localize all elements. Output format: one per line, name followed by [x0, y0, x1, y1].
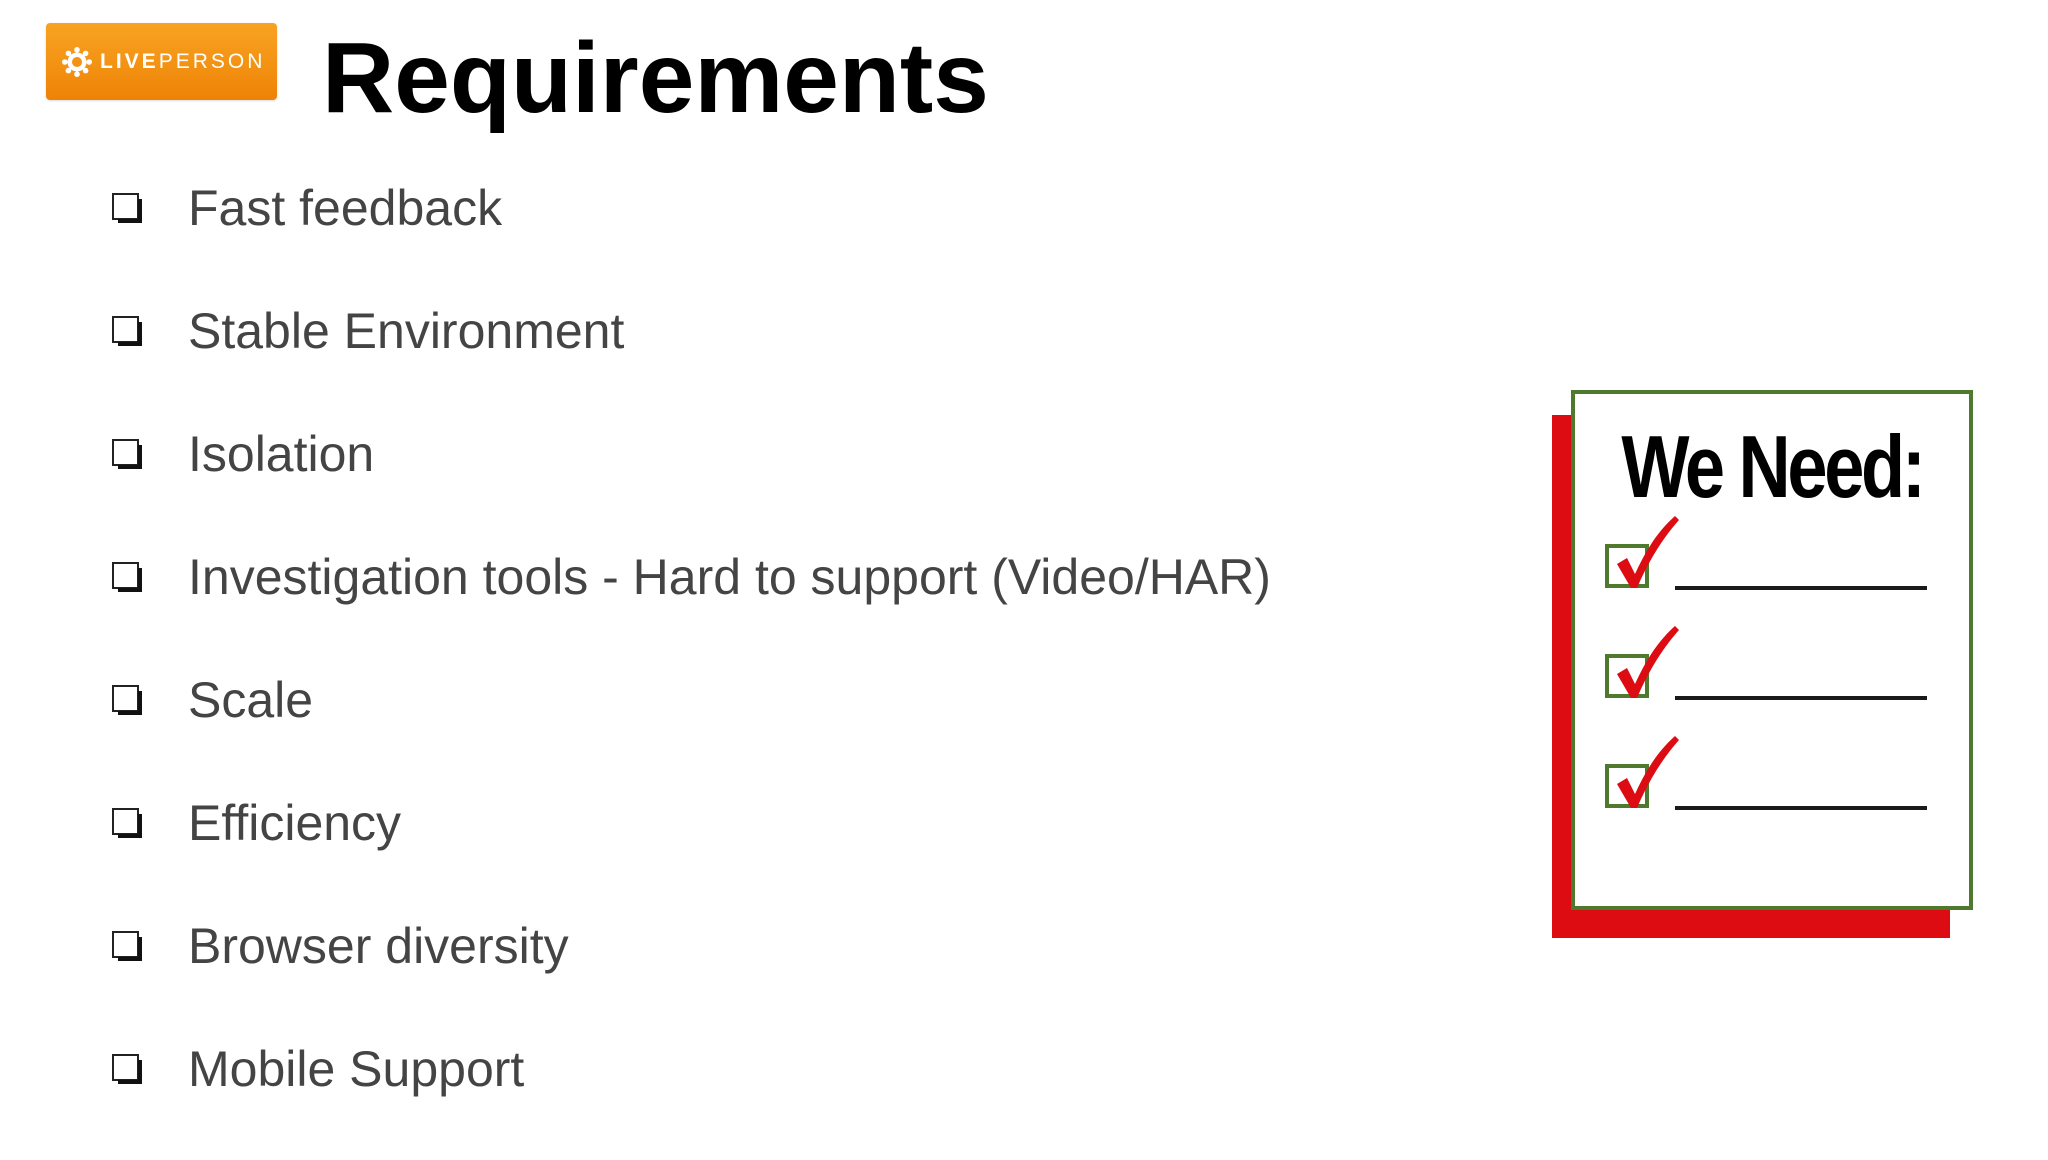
- checklist-card: We Need:: [1571, 390, 1973, 910]
- liveperson-logo: LIVEPERSON: [46, 23, 277, 100]
- logo-text-person: PERSON: [158, 49, 266, 73]
- checkbox-square-icon: [112, 1054, 142, 1084]
- checkbox-square-icon: [112, 316, 142, 346]
- list-item-label: Efficiency: [188, 795, 402, 851]
- list-item-label: Isolation: [188, 426, 375, 482]
- list-item: Mobile Support: [112, 1037, 1271, 1160]
- checkbox-square-icon: [112, 931, 142, 961]
- checklist-heading: We Need:: [1621, 417, 1926, 516]
- slide-title: Requirements: [322, 22, 989, 134]
- checkbox-square-icon: [112, 808, 142, 838]
- checklist-blank-line: [1675, 696, 1927, 700]
- checklist-row: [1605, 732, 1945, 822]
- checklist-row: [1605, 512, 1945, 602]
- checklist-row: [1605, 622, 1945, 712]
- checkbox-square-icon: [112, 439, 142, 469]
- checkbox-square-icon: [112, 685, 142, 715]
- list-item: Stable Environment: [112, 299, 1271, 422]
- logo-text-live: LIVE: [100, 49, 159, 73]
- logo-wordmark: LIVEPERSON: [100, 50, 265, 74]
- red-checkmark-icon: [1617, 626, 1679, 698]
- list-item: Browser diversity: [112, 914, 1271, 1037]
- we-need-checklist-image: We Need:: [1552, 390, 1973, 938]
- list-item-label: Browser diversity: [188, 918, 569, 974]
- checkbox-square-icon: [112, 562, 142, 592]
- checklist-blank-line: [1675, 586, 1927, 590]
- list-item-label: Fast feedback: [188, 180, 503, 236]
- list-item-label: Investigation tools - Hard to support (V…: [188, 549, 1271, 605]
- list-item-label: Scale: [188, 672, 314, 728]
- requirements-list: Fast feedback Stable Environment Isolati…: [112, 176, 1271, 1160]
- list-item: Scale: [112, 668, 1271, 791]
- list-item: Efficiency: [112, 791, 1271, 914]
- red-checkmark-icon: [1617, 516, 1679, 588]
- checklist-blank-line: [1675, 806, 1927, 810]
- red-checkmark-icon: [1617, 736, 1679, 808]
- list-item-label: Mobile Support: [188, 1041, 525, 1097]
- list-item: Fast feedback: [112, 176, 1271, 299]
- list-item: Isolation: [112, 422, 1271, 545]
- list-item-label: Stable Environment: [188, 303, 625, 359]
- list-item: Investigation tools - Hard to support (V…: [112, 545, 1271, 668]
- sun-icon: [62, 46, 92, 77]
- checkbox-square-icon: [112, 193, 142, 223]
